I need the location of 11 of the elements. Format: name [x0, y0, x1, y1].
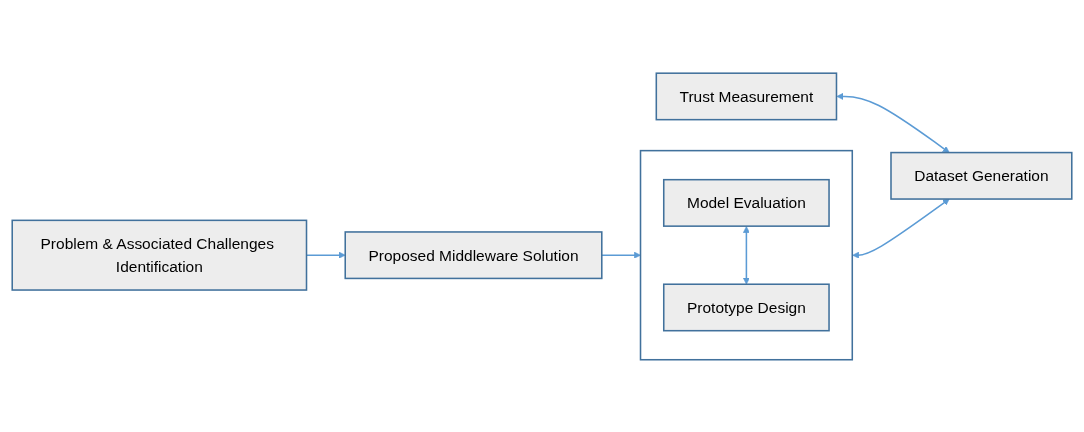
- node-box: Problem & Associated Challenges Identification: [11, 219, 308, 291]
- arrow: [836, 92, 950, 153]
- arrow: [852, 198, 950, 259]
- node-box: Prototype Design: [662, 283, 830, 331]
- arrow: [743, 225, 750, 285]
- node-box: Trust Measurement: [655, 71, 838, 120]
- cluster: [639, 149, 854, 361]
- arrow: [601, 251, 641, 259]
- node-box: Proposed Middleware Solution: [344, 230, 603, 279]
- node-box: Model Evaluation: [662, 178, 830, 227]
- node-box: Dataset Generation: [890, 151, 1073, 200]
